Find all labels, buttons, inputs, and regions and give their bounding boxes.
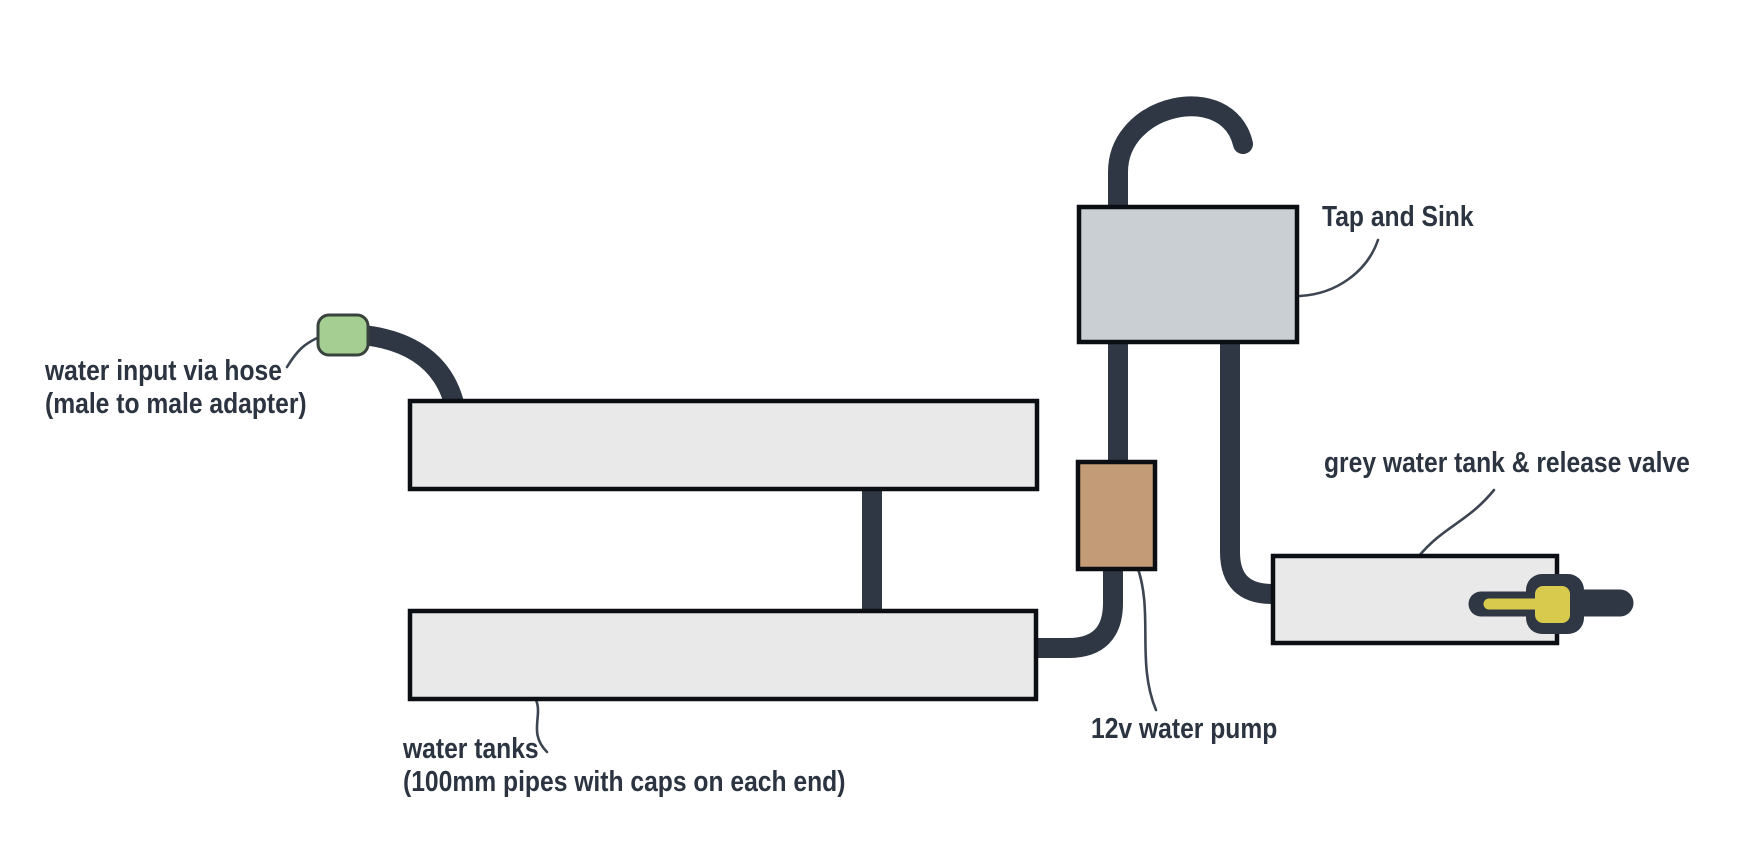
tap-sink-label-text: Tap and Sink xyxy=(1322,201,1474,233)
tap-sink-leader xyxy=(1298,238,1380,298)
valve-knob xyxy=(1535,586,1570,623)
water-pump-box xyxy=(1075,459,1158,572)
water-input-label-line1: water input via hose xyxy=(45,355,282,387)
pump-label-text: 12v water pump xyxy=(1091,713,1278,745)
release-valve-group xyxy=(1468,574,1634,634)
hose-adapter-group xyxy=(316,313,370,357)
water-tanks-label: water tanks (100mm pipes with caps on ea… xyxy=(403,733,845,799)
grey-tank-leader xyxy=(1417,488,1496,558)
water-tanks-leader xyxy=(534,698,549,754)
fresh-water-tank-bottom xyxy=(407,608,1039,702)
component-layer xyxy=(407,204,1560,702)
water-input-label-line2: (male to male adapter) xyxy=(45,388,307,420)
tap-spout-pipe xyxy=(1108,96,1253,235)
water-input-leader xyxy=(285,336,319,369)
hose-adapter xyxy=(316,313,370,357)
leader-layer xyxy=(285,238,1496,754)
water-tanks-label-line1: water tanks xyxy=(403,733,539,765)
water-input-label: water input via hose (male to male adapt… xyxy=(45,355,307,421)
pump-label: 12v water pump xyxy=(1091,713,1277,746)
water-tanks-label-line2: (100mm pipes with caps on each end) xyxy=(403,766,846,798)
pump-leader xyxy=(1135,564,1158,712)
fresh-water-tank-top xyxy=(407,398,1040,492)
pump-to-bottom-tank-pipe xyxy=(1028,552,1123,658)
grey-tank-label: grey water tank & release valve xyxy=(1324,447,1690,480)
sink-to-grey-tank-pipe xyxy=(1220,335,1294,604)
tap-sink-label: Tap and Sink xyxy=(1322,201,1474,234)
grey-tank-label-text: grey water tank & release valve xyxy=(1324,447,1690,479)
tap-and-sink-box xyxy=(1076,204,1300,345)
